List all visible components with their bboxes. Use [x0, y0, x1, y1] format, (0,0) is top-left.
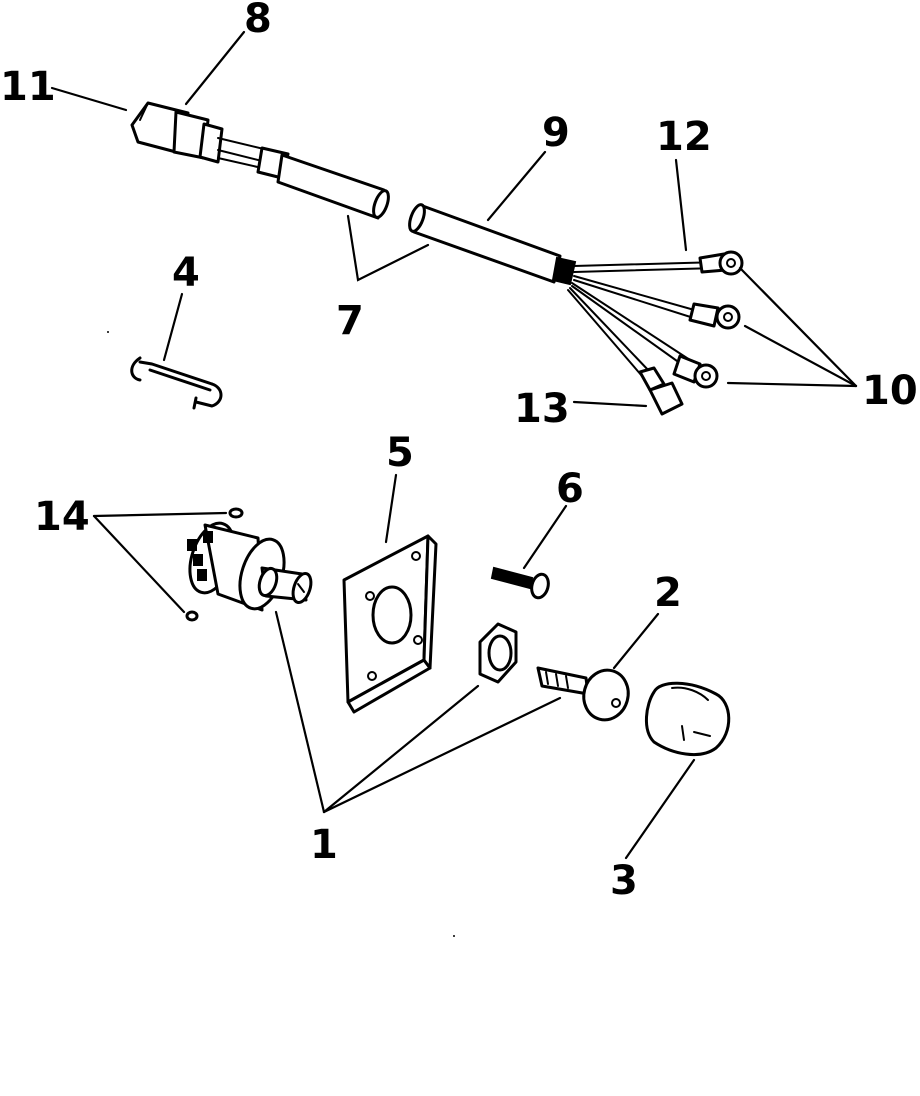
ring-terminal-top: [698, 250, 744, 276]
connector-housing: [130, 101, 290, 180]
speck: [453, 935, 455, 937]
set-screw-bottom: [185, 610, 199, 622]
callout-2: 2: [654, 570, 682, 616]
callout-11: 11: [0, 64, 56, 110]
callout-14: 14: [34, 494, 90, 540]
leader-lines: [50, 30, 858, 860]
hex-nut: [478, 622, 518, 684]
callout-10: 10: [862, 368, 918, 414]
callout-9: 9: [542, 110, 570, 156]
callout-13: 13: [514, 386, 570, 432]
harness-sleeve-right: [408, 203, 577, 286]
retainer-clip: [130, 356, 223, 410]
bullet-terminal: [638, 366, 684, 416]
callout-5: 5: [386, 430, 414, 476]
ignition-switch: [187, 521, 313, 612]
callout-12: 12: [656, 114, 712, 160]
callout-6: 6: [556, 466, 584, 512]
switch-boot: [645, 681, 731, 756]
harness-sleeve-left: [276, 153, 390, 220]
ring-terminal-middle: [688, 302, 741, 330]
callout-7: 7: [336, 298, 364, 344]
callout-4: 4: [172, 250, 200, 296]
ring-terminal-bottom: [672, 354, 719, 389]
callout-8: 8: [244, 0, 272, 42]
screw: [490, 566, 550, 600]
callout-1: 1: [310, 822, 338, 868]
set-screw-top: [228, 507, 244, 519]
mounting-plate: [342, 534, 438, 714]
key: [536, 666, 630, 722]
callout-3: 3: [610, 858, 638, 904]
harness-wires: [567, 261, 721, 377]
speck: [107, 331, 109, 333]
